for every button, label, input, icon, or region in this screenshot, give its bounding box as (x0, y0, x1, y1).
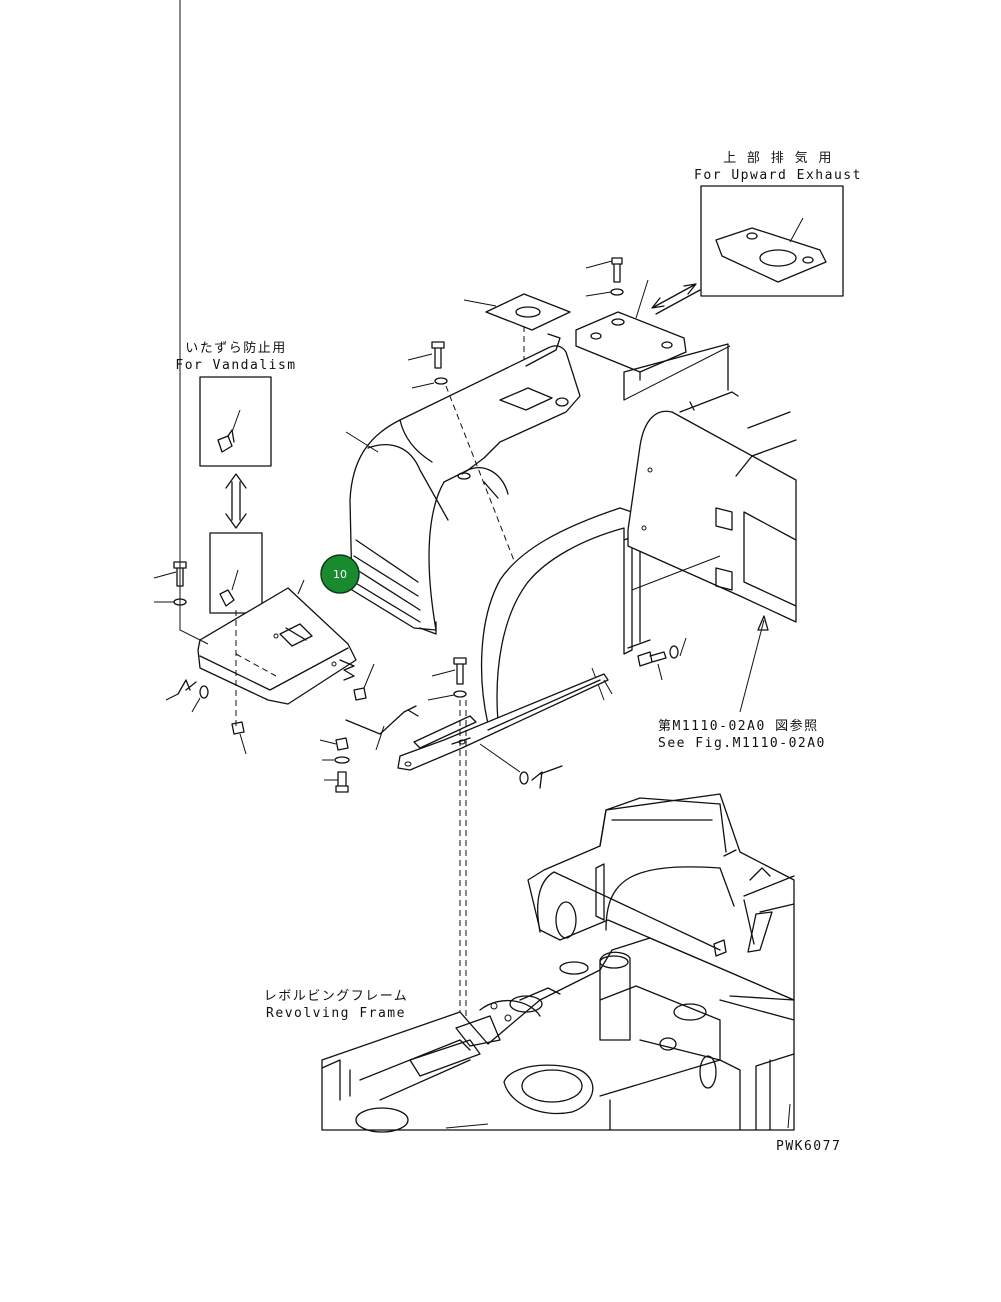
access-cover (153, 0, 375, 755)
upward-exhaust-label-jp: 上 部 排 気 用 (723, 150, 833, 166)
see-fig-label-en: See Fig.M1110-02A0 (658, 736, 826, 751)
vandalism-inset: いたずら防止用 For Vandalism (175, 340, 296, 614)
bottom-rail (397, 657, 613, 1020)
upward-exhaust-inset: 上 部 排 気 用 For Upward Exhaust (694, 150, 862, 297)
callout-number: 10 (333, 568, 347, 581)
vandalism-label-jp: いたずら防止用 (185, 340, 287, 356)
drawing-code: PWK6077 (776, 1139, 841, 1154)
exhaust-cover-part (715, 227, 827, 283)
gasket (463, 293, 571, 400)
callout-10[interactable]: 10 (320, 554, 360, 594)
double-arrow-exhaust (651, 283, 701, 315)
vandalism-box (199, 376, 272, 467)
callout-circle (320, 554, 360, 594)
rear-panel (623, 343, 797, 623)
revolving-frame-label-jp: レボルビングフレーム (264, 989, 409, 1004)
upward-exhaust-box (700, 185, 844, 297)
lock-parts (319, 659, 419, 793)
see-fig-reference: 第M1110-02A0 図参照 See Fig.M1110-02A0 (658, 615, 826, 751)
see-fig-label-jp: 第M1110-02A0 図参照 (658, 718, 819, 734)
clip (479, 743, 563, 789)
frame-bolt (637, 637, 687, 681)
revolving-frame-label-en: Revolving Frame (266, 1006, 406, 1021)
vandalism-label-en: For Vandalism (175, 358, 296, 373)
upward-exhaust-label-en: For Upward Exhaust (694, 168, 862, 183)
revolving-frame: レボルビングフレーム Revolving Frame (264, 793, 795, 1133)
engine-hood (345, 333, 581, 635)
top-cover (575, 257, 687, 381)
